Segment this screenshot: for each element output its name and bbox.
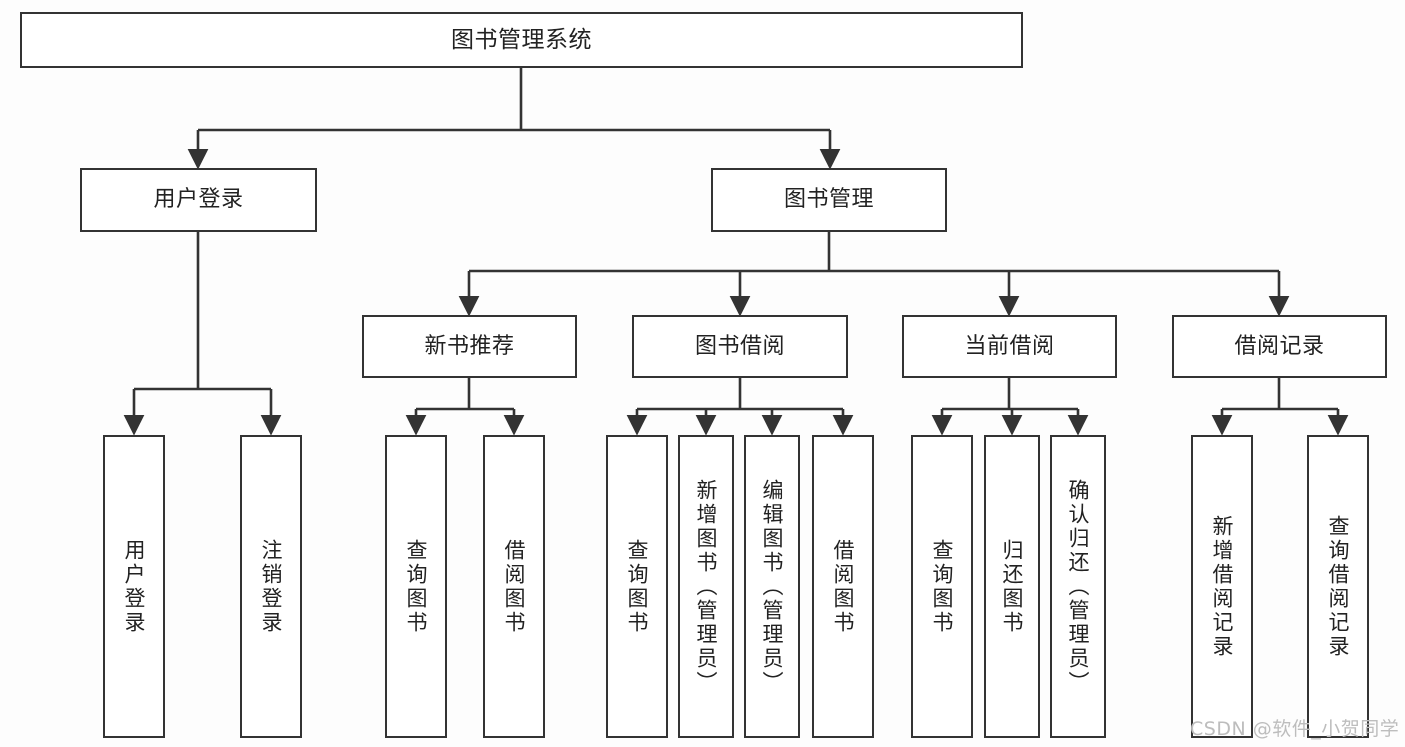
node-leaf-record-query[interactable]: 查询借阅记录 [1307, 435, 1369, 738]
node-leaf-current-query-book[interactable]: 查询图书 [911, 435, 973, 738]
node-borrow-record[interactable]: 借阅记录 [1172, 315, 1387, 378]
node-leaf-current-return-book[interactable]: 归还图书 [984, 435, 1040, 738]
node-label: 查询借阅记录 [1326, 514, 1351, 659]
node-leaf-user-login[interactable]: 用户登录 [103, 435, 165, 738]
node-leaf-recommend-query-book[interactable]: 查询图书 [385, 435, 447, 738]
csdn-watermark: CSDN @软件_小贺同学 [1190, 718, 1400, 740]
node-label: 新增借阅记录 [1210, 514, 1235, 659]
node-leaf-borrow-do-borrow[interactable]: 借阅图书 [812, 435, 874, 738]
node-book-borrow[interactable]: 图书借阅 [632, 315, 848, 378]
node-user-login[interactable]: 用户登录 [80, 168, 317, 232]
node-new-book-recommend[interactable]: 新书推荐 [362, 315, 577, 378]
node-leaf-record-add[interactable]: 新增借阅记录 [1191, 435, 1253, 738]
node-label: 借阅图书 [502, 538, 527, 635]
node-label: 查询图书 [404, 538, 429, 635]
node-book-management[interactable]: 图书管理 [711, 168, 947, 232]
node-label: 图书借阅 [694, 333, 785, 359]
node-label: 归还图书 [1000, 538, 1025, 635]
node-label: 新书推荐 [424, 333, 515, 359]
node-leaf-user-logout[interactable]: 注销登录 [240, 435, 302, 738]
node-leaf-current-confirm-return-admin[interactable]: 确认归还（管理员） [1050, 435, 1106, 738]
node-label: 查询图书 [625, 538, 650, 635]
node-leaf-borrow-query-book[interactable]: 查询图书 [606, 435, 668, 738]
node-label: 新增图书（管理员） [694, 478, 719, 695]
node-label: 确认归还（管理员） [1066, 478, 1091, 695]
node-label: 查询图书 [930, 538, 955, 635]
node-label: 注销登录 [259, 538, 284, 635]
node-current-borrow[interactable]: 当前借阅 [902, 315, 1117, 378]
node-label: 图书管理系统 [451, 26, 592, 53]
node-label: 图书管理 [783, 187, 874, 213]
node-leaf-borrow-add-book-admin[interactable]: 新增图书（管理员） [678, 435, 734, 738]
node-label: 借阅记录 [1234, 333, 1325, 359]
node-label: 借阅图书 [831, 538, 856, 635]
node-label: 用户登录 [122, 538, 147, 635]
node-label: 当前借阅 [964, 333, 1055, 359]
node-root-system[interactable]: 图书管理系统 [20, 12, 1023, 68]
node-label: 用户登录 [153, 187, 244, 213]
node-leaf-borrow-edit-book-admin[interactable]: 编辑图书（管理员） [744, 435, 800, 738]
node-label: 编辑图书（管理员） [760, 478, 785, 695]
node-leaf-recommend-borrow-book[interactable]: 借阅图书 [483, 435, 545, 738]
